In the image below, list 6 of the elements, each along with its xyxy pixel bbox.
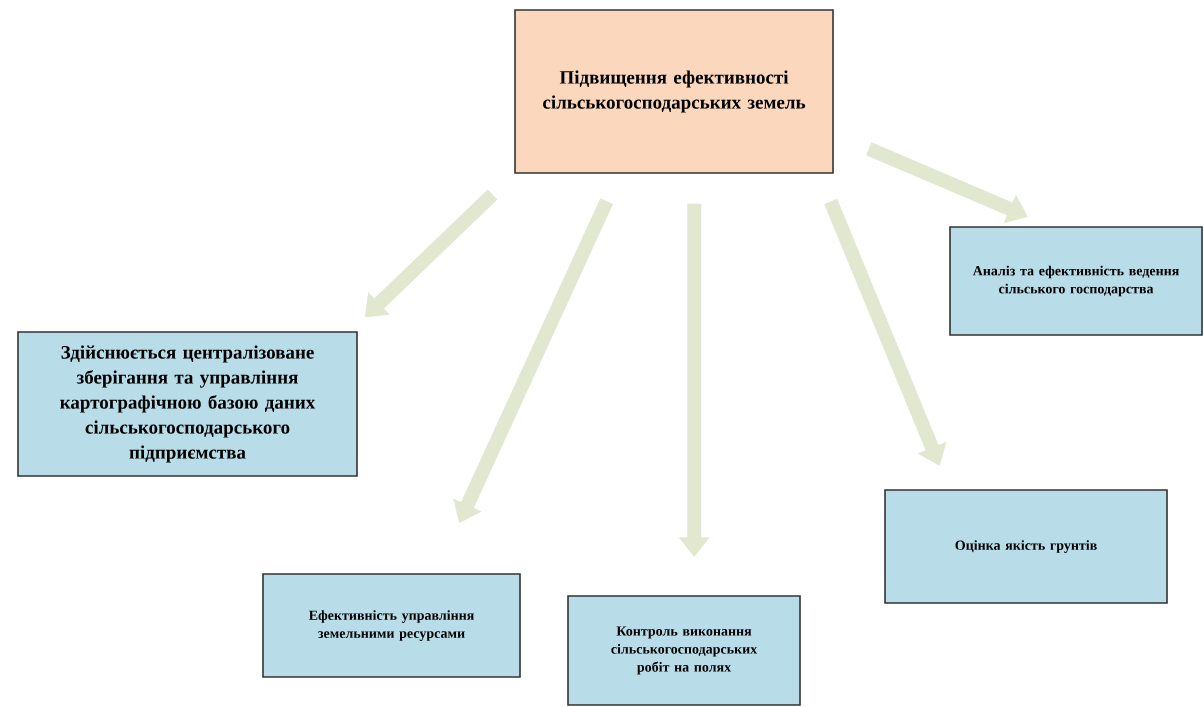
- goal-box: Підвищення ефективності сільськогосподарських земель: [514, 9, 834, 174]
- outcome-box: Ефективність управління земельними ресурсами: [262, 573, 521, 678]
- outcome-box: Оцінка якість грунтів: [884, 489, 1168, 604]
- outcome-box: Контроль виконання сільськогосподарських робіт на полях: [567, 595, 801, 706]
- outcome-box: Здійснюється централізоване зберігання та управління картографічною базою даних сільськогосподарського підприємства: [17, 331, 358, 477]
- outcome-box: Аналіз та ефективність ведення сільського господарства: [949, 226, 1203, 336]
